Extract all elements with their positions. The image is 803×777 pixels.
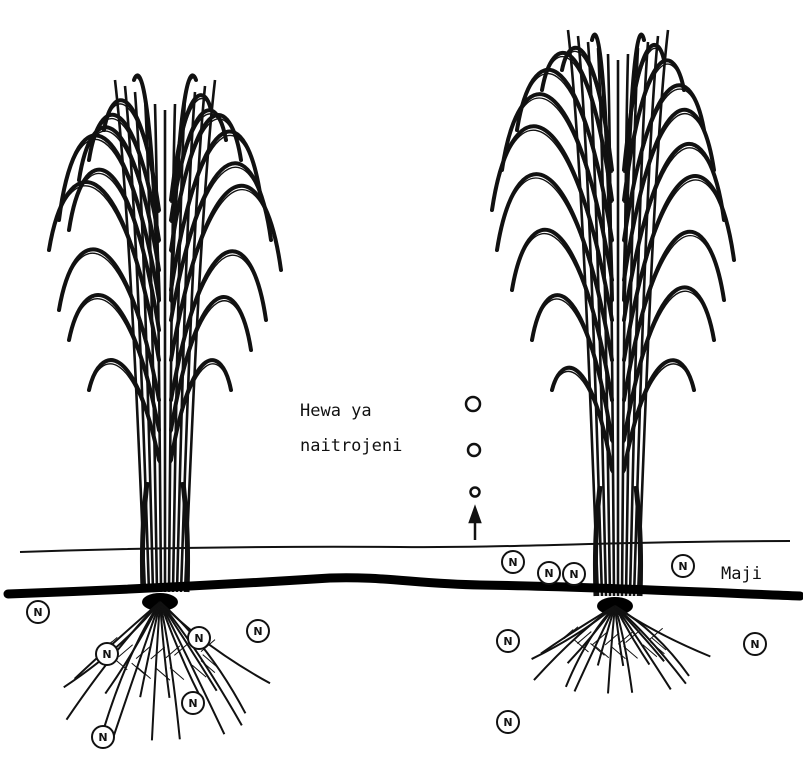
right-root-system — [532, 597, 711, 693]
nitrogen-symbol: N — [188, 697, 197, 710]
water-surface-line — [20, 541, 790, 552]
nitrogen-marker: N — [188, 627, 210, 649]
nitrogen-symbol: N — [508, 556, 517, 569]
nitrogen-symbol: N — [544, 567, 553, 580]
nitrogen-symbol: N — [253, 625, 262, 638]
nitrogen-symbol: N — [503, 716, 512, 729]
gas-bubbles — [466, 397, 480, 540]
nitrogen-symbol: N — [569, 568, 578, 581]
nitrogen-symbol: N — [98, 731, 107, 744]
nitrogen-symbol: N — [678, 560, 687, 573]
nitrogen-marker: N — [538, 562, 560, 584]
root — [615, 606, 671, 689]
label-nitrogen-gas-line2: naitrojeni — [300, 436, 402, 456]
nitrogen-marker: N — [92, 726, 114, 748]
nitrogen-marker: N — [96, 643, 118, 665]
nitrogen-marker: N — [744, 633, 766, 655]
nitrogen-marker: N — [497, 711, 519, 733]
soil-line — [8, 578, 800, 596]
nitrogen-marker: N — [672, 555, 694, 577]
nitrogen-marker: N — [247, 620, 269, 642]
bubble — [466, 397, 480, 411]
root — [103, 602, 160, 730]
bubble — [471, 488, 480, 497]
left-root-system — [64, 593, 270, 740]
nitrogen-marker: N — [182, 692, 204, 714]
label-water: Maji — [721, 564, 762, 584]
bubble — [468, 444, 480, 456]
nitrogen-symbol: N — [750, 638, 759, 651]
nitrogen-marker: N — [27, 601, 49, 623]
nitrogen-symbol: N — [102, 648, 111, 661]
root — [566, 606, 615, 687]
nitrogen-marker: N — [502, 551, 524, 573]
left-rice-plant — [49, 75, 281, 592]
right-rice-plant — [492, 30, 734, 596]
nitrogen-marker: N — [497, 630, 519, 652]
nitrogen-marker: N — [563, 563, 585, 585]
nitrogen-symbol: N — [503, 635, 512, 648]
bubble-rising-arrow — [470, 508, 480, 540]
nitrogen-symbol: N — [194, 632, 203, 645]
nitrogen-symbol: N — [33, 606, 42, 619]
label-nitrogen-gas-line1: Hewa ya — [300, 401, 372, 421]
